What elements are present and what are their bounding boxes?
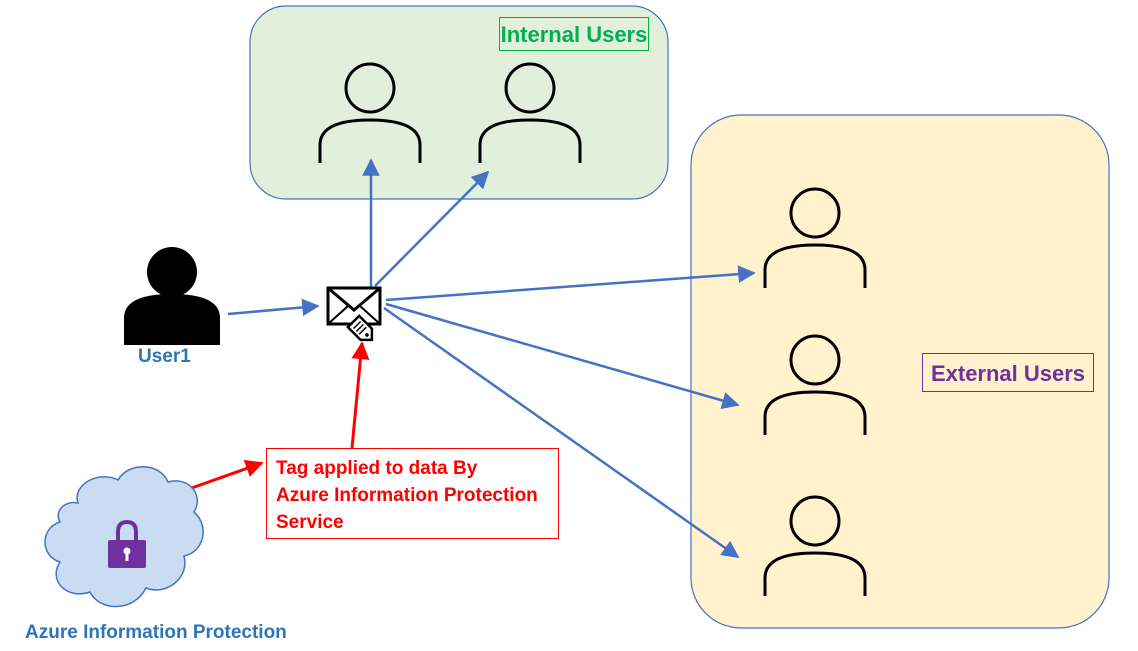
lock-icon [108,519,146,568]
internal-user-2-icon [478,62,582,163]
envelope-tag-icon [326,286,382,342]
arrow-to-internal-user-2 [374,170,490,287]
external-user-3-icon [763,495,867,596]
cloud-icon [44,466,204,608]
user1-icon [124,247,220,345]
internal-users-group [249,5,669,200]
tag-note-line: Azure Information Protection [276,485,538,506]
arrow-user1-to-email [227,298,320,317]
external-user-2-icon [763,334,867,435]
tag-note-line: Service [276,512,344,533]
aip-label: Azure Information Protection [25,622,287,643]
external-user-1-icon [763,187,867,288]
tag-note-box: Tag applied to data By Azure Information… [266,448,559,539]
tag-note-line: Tag applied to data By [276,458,478,479]
external-users-group [690,114,1110,629]
arrow-tag-to-email [350,341,370,449]
arrow-to-external-user-1 [385,265,756,302]
internal-users-label: Internal Users [499,17,649,51]
arrow-to-external-user-3 [383,306,740,559]
external-users-label: External Users [922,353,1094,392]
internal-user-1-icon [318,62,422,163]
distribution-arrows [227,158,756,559]
arrow-aip-to-tag [185,459,264,492]
arrow-to-external-user-2 [385,302,740,410]
user1-label: User1 [138,346,191,367]
